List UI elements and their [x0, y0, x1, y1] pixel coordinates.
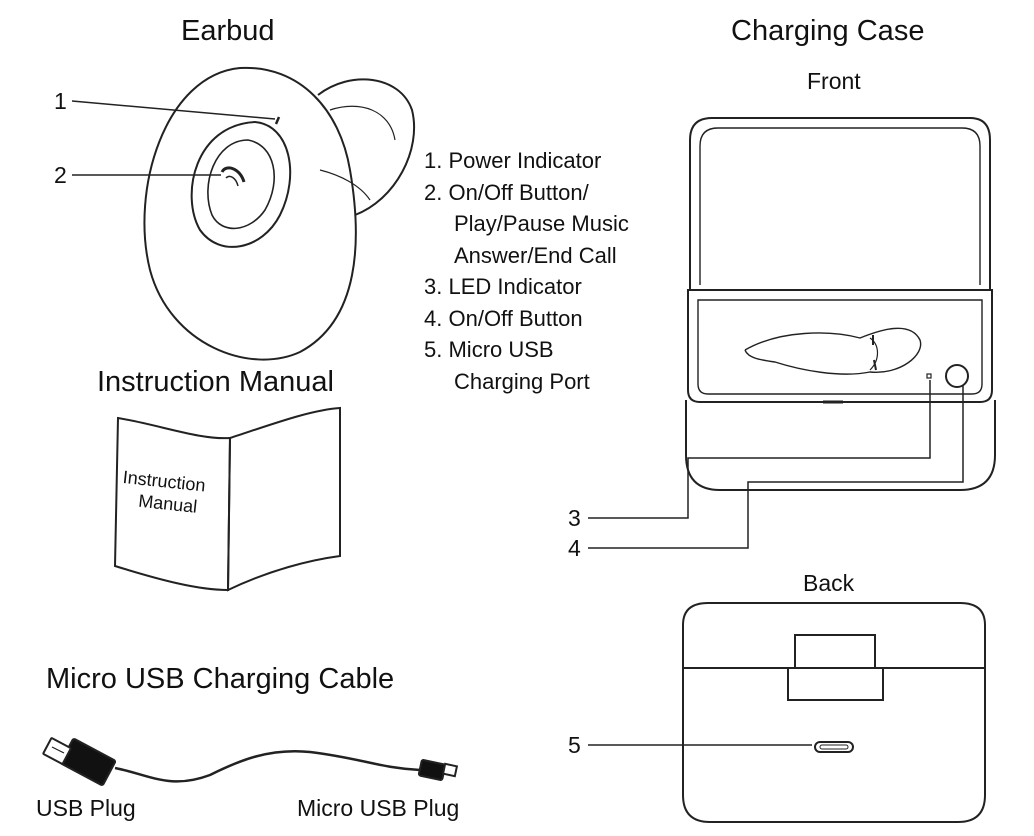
earbud-illustration — [143, 66, 416, 361]
callout-line-4 — [588, 386, 964, 549]
feature-text: Power Indicator — [448, 148, 602, 173]
feature-number: 2. — [424, 179, 443, 205]
manual-cover-text: Instruction Manual — [119, 466, 207, 518]
callout-line-1 — [71, 100, 276, 120]
feature-item-5-cont: Charging Port — [424, 366, 629, 398]
callout-number-5: 5 — [568, 732, 581, 758]
feature-text: On/Off Button — [448, 305, 583, 331]
feature-text: LED Indicator — [448, 274, 582, 299]
callout-line-3 — [588, 380, 931, 519]
feature-item-4: 4. On/Off Button — [424, 303, 629, 335]
feature-list: 1. Power Indicator 2. On/Off Button/ Pla… — [424, 145, 629, 397]
feature-number: 4. — [424, 305, 443, 331]
charging-case-title: Charging Case — [731, 15, 925, 47]
micro-usb-plug-label: Micro USB Plug — [297, 795, 460, 821]
callout-number-2: 2 — [54, 162, 67, 188]
feature-number: 3. — [424, 274, 443, 299]
charging-case-back-illustration — [682, 602, 986, 823]
earbud-title: Earbud — [181, 15, 275, 47]
feature-number: 5. — [424, 337, 443, 362]
feature-item-2: 2. On/Off Button/ — [424, 177, 629, 209]
usb-plug-label: USB Plug — [36, 795, 136, 821]
feature-text: On/Off Button/ — [448, 179, 589, 205]
callout-number-4: 4 — [568, 535, 581, 561]
instruction-manual-title: Instruction Manual — [97, 366, 334, 398]
feature-text: Charging Port — [454, 368, 590, 394]
charging-case-front-illustration — [685, 117, 996, 491]
feature-number: 1. — [424, 148, 443, 173]
feature-item-1: 1. Power Indicator — [424, 145, 629, 177]
micro-usb-cable-title: Micro USB Charging Cable — [46, 663, 395, 695]
callout-number-3: 3 — [568, 505, 581, 531]
micro-usb-cable-illustration — [42, 737, 459, 786]
feature-text: Micro USB — [448, 337, 554, 362]
instruction-manual-illustration — [113, 406, 341, 592]
feature-text: Play/Pause Music — [454, 211, 629, 236]
back-subtitle: Back — [803, 570, 855, 596]
feature-item-3: 3. LED Indicator — [424, 271, 629, 303]
callout-number-1: 1 — [54, 88, 67, 114]
feature-item-2-cont-b: Answer/End Call — [424, 240, 629, 272]
feature-text: Answer/End Call — [454, 242, 617, 268]
front-subtitle: Front — [807, 68, 861, 94]
feature-item-5: 5. Micro USB — [424, 334, 629, 366]
feature-item-2-cont-a: Play/Pause Music — [424, 208, 629, 240]
